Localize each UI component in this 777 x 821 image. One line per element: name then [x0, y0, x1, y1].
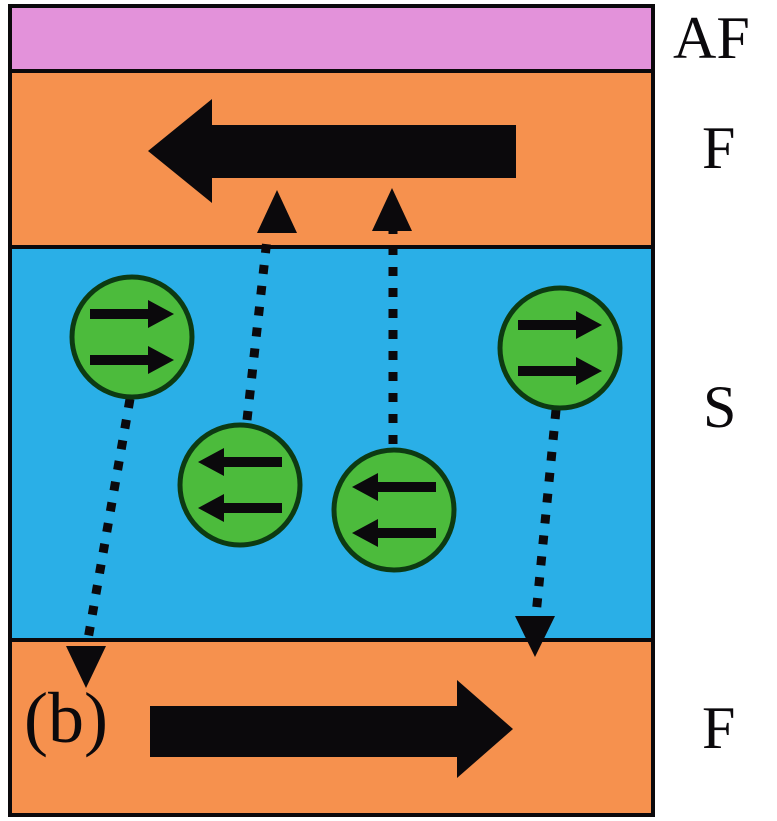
f-top-layer-label: F — [702, 115, 736, 181]
s-layer — [12, 249, 651, 642]
s-layer-label: S — [703, 374, 737, 440]
f-bottom-layer-label: F — [702, 695, 736, 761]
f-top-layer — [12, 73, 651, 249]
af-layer — [12, 8, 651, 73]
panel-label: (b) — [24, 678, 108, 758]
af-layer-label: AF — [673, 5, 750, 71]
